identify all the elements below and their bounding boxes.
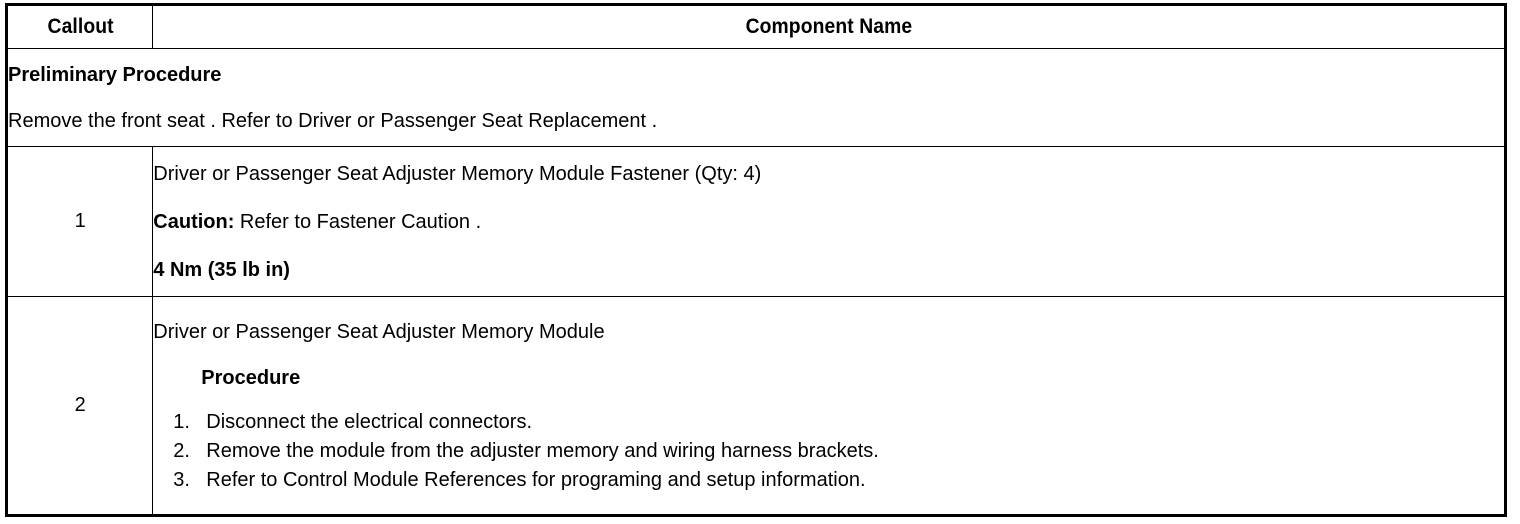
component-cell-2: Driver or Passenger Seat Adjuster Memory… xyxy=(152,296,1506,516)
header-row: Callout Component Name xyxy=(7,4,1506,49)
step-number: 2. xyxy=(173,439,190,462)
torque-spec-1: 4 Nm (35 lb in) xyxy=(153,258,290,281)
list-item: 2. Remove the module from the adjuster me… xyxy=(153,441,1504,461)
caution-line-1: Caution: Refer to Fastener Caution . xyxy=(153,212,1504,232)
component-name-1: Driver or Passenger Seat Adjuster Memory… xyxy=(153,162,762,185)
component-cell-1: Driver or Passenger Seat Adjuster Memory… xyxy=(152,146,1506,297)
preliminary-procedure-title: Preliminary Procedure xyxy=(8,63,222,86)
list-item: 1. Disconnect the electrical connectors. xyxy=(153,412,1504,432)
caution-label: Caution: xyxy=(153,210,235,233)
procedure-heading: Procedure xyxy=(201,366,301,389)
header-component-name-label: Component Name xyxy=(745,15,912,38)
preliminary-procedure-cell: Preliminary Procedure Remove the front s… xyxy=(6,48,1506,147)
step-text: Remove the module from the adjuster memo… xyxy=(206,439,879,462)
table-body: Preliminary Procedure Remove the front s… xyxy=(5,48,1506,516)
preliminary-procedure-text: Remove the front seat . Refer to Driver … xyxy=(8,109,658,132)
header-callout: Callout xyxy=(11,4,148,49)
table-header: Callout Component Name xyxy=(7,4,1506,49)
step-number: 1. xyxy=(173,410,190,433)
procedure-step-list: 1.Disconnect the electrical connectors. … xyxy=(153,412,1504,490)
service-procedure-table: Callout Component Name Preliminary Proce… xyxy=(5,3,1507,517)
step-number: 3. xyxy=(173,468,190,491)
table-row: 1 Driver or Passenger Seat Adjuster Memo… xyxy=(5,146,1506,297)
callout-number-2: 2 xyxy=(5,296,154,516)
component-name-2: Driver or Passenger Seat Adjuster Memory… xyxy=(153,320,605,343)
step-text: Refer to Control Module References for p… xyxy=(206,468,866,491)
header-component-name: Component Name xyxy=(206,4,1452,49)
table-row: 2 Driver or Passenger Seat Adjuster Memo… xyxy=(5,296,1506,516)
list-item: 3. Refer to Control Module References for… xyxy=(153,470,1504,490)
step-text: Disconnect the electrical connectors. xyxy=(206,410,532,433)
preliminary-procedure-row: Preliminary Procedure Remove the front s… xyxy=(6,48,1506,147)
callout-number-1: 1 xyxy=(5,146,154,297)
caution-text: Refer to Fastener Caution . xyxy=(234,210,482,233)
header-callout-label: Callout xyxy=(47,15,114,38)
